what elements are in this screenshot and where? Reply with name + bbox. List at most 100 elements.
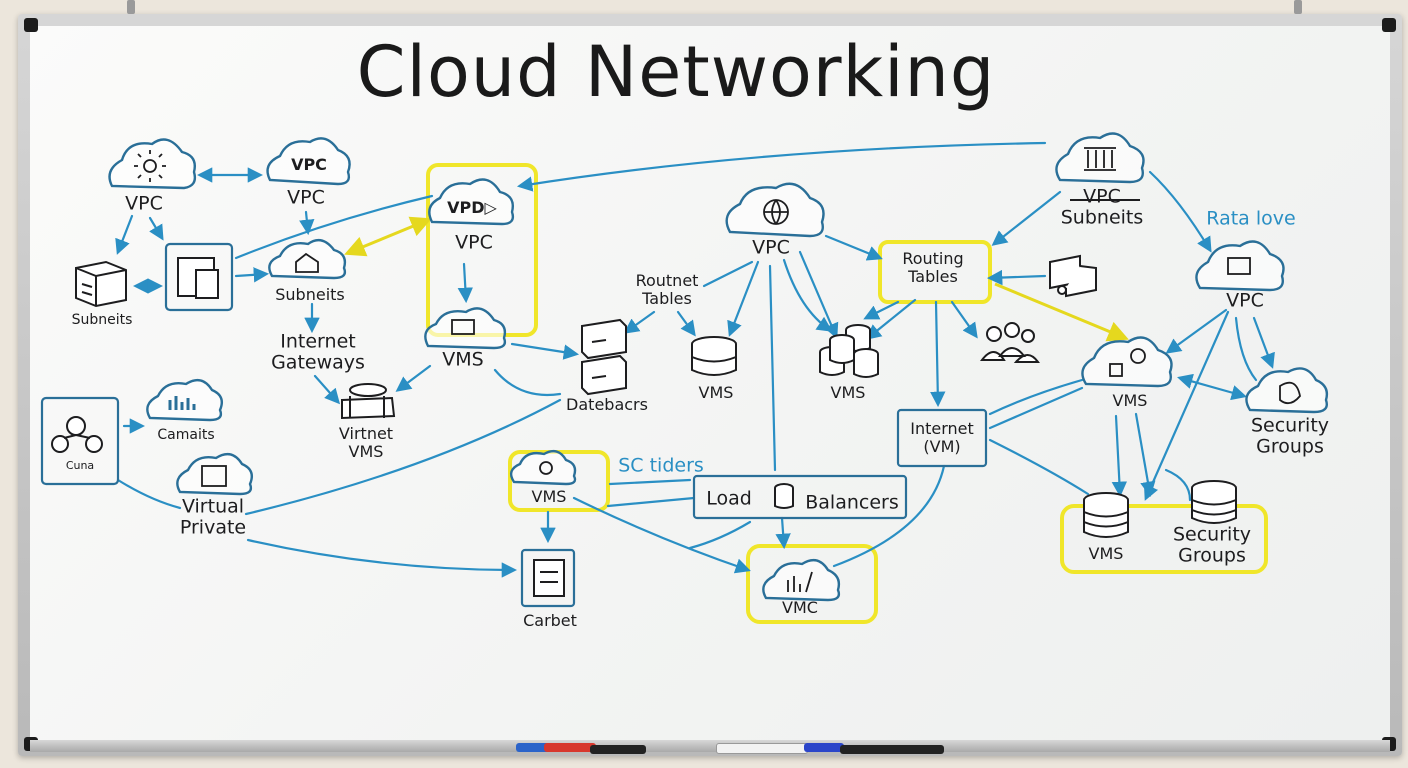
- connector: [516, 141, 1047, 192]
- building-icon: [1084, 147, 1116, 171]
- connector: [299, 210, 315, 236]
- connector: [1252, 316, 1275, 369]
- diagram-title: Cloud Networking: [356, 31, 996, 113]
- gear-icon: [539, 461, 553, 475]
- connector: [676, 310, 696, 337]
- black-marker[interactable]: [590, 745, 646, 754]
- hanging-hook-right: [1294, 0, 1302, 14]
- connector: [608, 478, 692, 486]
- black-marker-2[interactable]: [840, 745, 944, 754]
- connector: [115, 214, 134, 255]
- connector: [246, 538, 518, 578]
- connector: [775, 516, 791, 550]
- label-vpc: VPC: [125, 192, 163, 215]
- server-rack-icon: [75, 260, 127, 308]
- building-cloud-icon: [1055, 132, 1145, 184]
- bars-icon: [168, 396, 196, 410]
- connector: [1111, 414, 1128, 498]
- connector: [950, 300, 978, 339]
- server-icon: [341, 383, 396, 420]
- connector: [606, 496, 696, 508]
- label-balancers: Balancers: [805, 491, 899, 514]
- house-icon: [295, 252, 319, 273]
- label-subnets: Subneits: [275, 285, 345, 305]
- blue-marker-2[interactable]: [804, 743, 844, 752]
- highlight-box-vms-security: [1060, 504, 1268, 574]
- storage-box-icon: [533, 559, 565, 597]
- connector: [991, 190, 1062, 246]
- connector: [116, 478, 182, 510]
- monitor-cloud-icon: [424, 307, 507, 350]
- chart-cloud-icon: [762, 558, 841, 602]
- globe-cloud-icon: [725, 182, 825, 238]
- connector: [1165, 308, 1228, 354]
- red-marker[interactable]: [544, 743, 596, 752]
- cylinder-icon: [774, 483, 794, 509]
- network-nodes-icon: [51, 416, 103, 453]
- database-icon: [691, 336, 737, 376]
- carbet-box: [520, 548, 576, 608]
- device-box: [164, 242, 234, 312]
- label-subnets: Subneits: [71, 312, 133, 329]
- security-cloud-icon: [1245, 367, 1329, 414]
- label-internet-vm: Internet (VМ): [910, 419, 974, 456]
- connector: [865, 298, 917, 340]
- connector: [863, 300, 900, 320]
- gear-icon: [1130, 348, 1146, 364]
- connector: [313, 374, 341, 405]
- label-load: Load: [706, 487, 752, 510]
- gear-cloud-icon: [1081, 336, 1173, 388]
- connector: [1177, 373, 1247, 401]
- connector-yellow: [994, 282, 1129, 342]
- database-icon: [1083, 492, 1129, 538]
- label-carbet: Carbet: [523, 611, 577, 631]
- load-balancers-box: [692, 474, 908, 520]
- connector: [688, 520, 752, 550]
- label-vms: VMS: [442, 348, 484, 371]
- connector: [988, 438, 1090, 496]
- sun-cloud-icon: [108, 138, 197, 190]
- connector: [395, 364, 432, 392]
- connector: [1143, 310, 1230, 501]
- connector: [623, 310, 656, 334]
- connector: [824, 234, 883, 261]
- label-camaits: Camaits: [157, 427, 215, 444]
- cuna-box: [40, 396, 120, 486]
- subnet-cloud-icon: [268, 238, 347, 280]
- hanging-hook-left: [127, 0, 135, 14]
- label-routnet-tables: Routnet Tables: [635, 271, 699, 308]
- label-databases: Datebacrs: [566, 395, 648, 415]
- connector: [832, 464, 946, 568]
- tower-cloud-icon: [176, 452, 253, 496]
- blue-marker[interactable]: [516, 743, 564, 752]
- internet-vm-box: [896, 408, 988, 468]
- box-icon: [1227, 257, 1251, 275]
- label-vpc: VPC: [287, 186, 325, 209]
- vpc-cloud-icon: [266, 137, 351, 186]
- vpn-cloud-icon: [428, 178, 515, 226]
- highlight-box-vmc: [746, 544, 878, 624]
- connector: [234, 267, 270, 283]
- connector: [510, 342, 580, 360]
- connector: [1164, 468, 1192, 502]
- chart-icon: [787, 571, 813, 593]
- building-icon: [201, 465, 227, 487]
- label-vpd-icon: VPD▷: [447, 198, 497, 218]
- board-corner: [24, 18, 38, 32]
- label-data-love: Rata love: [1206, 207, 1296, 230]
- connector: [798, 250, 839, 339]
- connector: [988, 378, 1084, 416]
- shield-icon: [1279, 381, 1301, 405]
- label-cuna: Cuna: [65, 458, 95, 472]
- connector: [244, 398, 562, 516]
- label-vms: VMS: [1088, 544, 1124, 564]
- label-vms: VMS: [1112, 391, 1148, 411]
- connector: [727, 260, 760, 337]
- label-security-groups: Security Groups: [1172, 523, 1252, 567]
- chart-cloud-icon: [146, 378, 223, 422]
- router-cloud-icon: [1195, 240, 1285, 292]
- connector: [986, 269, 1047, 286]
- connector: [234, 194, 434, 260]
- people-icon: [979, 322, 1040, 363]
- connector-yellow: [344, 216, 432, 257]
